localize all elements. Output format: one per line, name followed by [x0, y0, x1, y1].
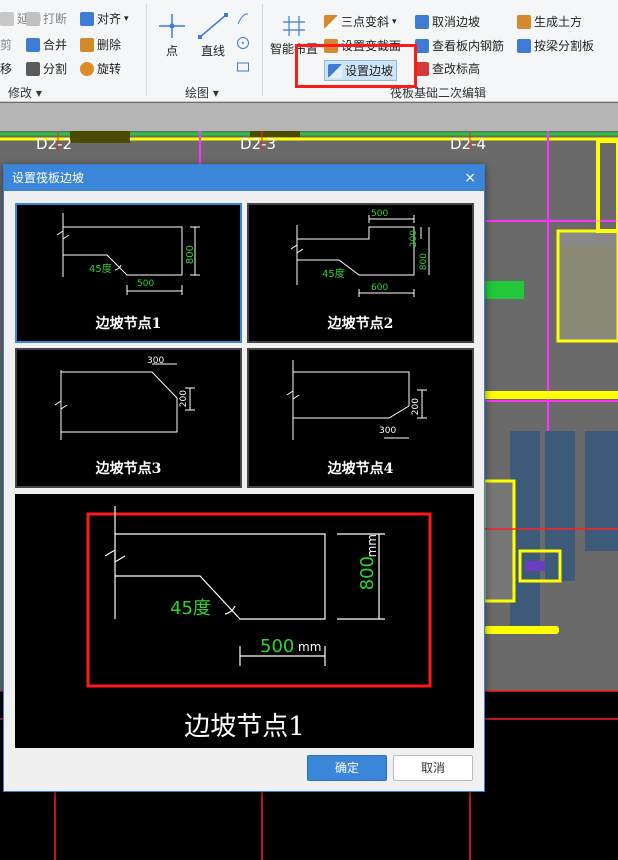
line-icon: [198, 13, 228, 39]
beam-split-button[interactable]: 按梁分割板: [517, 37, 594, 54]
height-dim-label: 200: [411, 398, 421, 416]
dialog-titlebar: 设置筏板边坡 ×: [4, 165, 484, 191]
circle-icon: [237, 37, 249, 49]
divider: [262, 4, 263, 96]
step-dim-label: 200: [409, 230, 419, 248]
rectangle-icon: [237, 62, 249, 72]
slope-preview: 45度 800 mm 500 mm 边坡节点1: [15, 494, 474, 748]
chevron-down-icon: ▾: [124, 13, 129, 24]
cancel-slope-button[interactable]: 取消边坡: [415, 13, 480, 30]
align-button[interactable]: 对齐▾: [80, 10, 129, 27]
eraser-icon: [80, 37, 94, 52]
dialog-title: 设置筏板边坡: [12, 171, 85, 185]
slope-node-2-drawing: [290, 215, 430, 297]
shovel-icon: [517, 14, 531, 29]
move-button[interactable]: 移: [0, 62, 13, 76]
angle-label: 45度: [89, 264, 112, 275]
unit-label: mm: [298, 640, 322, 654]
height-dim-label: 800: [419, 253, 429, 271]
grid-layout-icon: [283, 16, 305, 36]
height-dim-label: 800: [185, 245, 196, 265]
ribbon-toolbar: 延伸 打断 对齐▾ 剪 合并 删除 移 分割 旋转 修改 ▾ 点 直线 绘图 ▾…: [0, 0, 618, 102]
slope-icon: [324, 14, 338, 29]
set-raft-slope-dialog: 设置筏板边坡 × 45度 800 500 边坡节点1: [3, 164, 485, 792]
elevation-icon: [415, 61, 429, 76]
angle-label: 45度: [170, 598, 211, 619]
axis-label: D2-4: [450, 135, 487, 153]
slope-option-1[interactable]: 45度 800 500 边坡节点1: [15, 203, 242, 343]
view-rebar-button[interactable]: 查看板内钢筋: [415, 37, 504, 54]
bottom-dim-label: 300: [379, 426, 397, 436]
option-caption: 边坡节点2: [327, 316, 394, 332]
delete-button[interactable]: 删除: [80, 36, 121, 53]
gen-earth-button[interactable]: 生成土方: [517, 13, 582, 30]
group-label-draw: 绘图 ▾: [185, 86, 219, 100]
merge-button[interactable]: 合并: [26, 36, 67, 53]
width-dim-label: 500: [137, 279, 155, 289]
group-label-modify: 修改 ▾: [8, 86, 42, 100]
axis-label: D2-3: [240, 135, 277, 153]
break-button[interactable]: 打断: [26, 10, 67, 27]
slope-node-3-drawing: [54, 363, 195, 440]
width-dim-label: 500: [260, 636, 295, 657]
option-caption: 边坡节点3: [95, 461, 162, 477]
align-icon: [80, 11, 94, 26]
split-button[interactable]: 分割: [26, 60, 67, 77]
cut-button[interactable]: 剪: [0, 38, 13, 52]
top-dim-label: 500: [371, 209, 389, 219]
preview-caption: 边坡节点1: [184, 712, 305, 742]
point-icon: [159, 14, 185, 38]
document-tabs: [0, 103, 618, 131]
height-dim-label: 800: [357, 556, 378, 591]
unit-label: mm: [365, 534, 379, 558]
circle-button[interactable]: [236, 36, 250, 50]
chevron-down-icon: ▾: [392, 16, 397, 27]
rotate-button[interactable]: 旋转: [80, 60, 121, 77]
edit-elevation-button[interactable]: 查改标高: [415, 60, 480, 77]
set-slope-button[interactable]: 设置边坡: [324, 60, 398, 81]
line-button[interactable]: 直线: [197, 12, 229, 59]
point-button[interactable]: 点: [157, 12, 187, 59]
arc-icon: [237, 13, 249, 25]
angle-label: 45度: [322, 269, 345, 280]
option-caption: 边坡节点1: [95, 316, 162, 332]
divider: [146, 4, 147, 96]
option-caption: 边坡节点4: [327, 461, 394, 477]
slope-option-2[interactable]: 500 45度 200 800 600 边坡节点2: [247, 203, 474, 343]
slope-node-4-drawing: [286, 360, 427, 440]
rotate-icon: [80, 61, 94, 76]
close-button[interactable]: ×: [464, 170, 476, 186]
cancel-slope-icon: [415, 14, 429, 29]
axis-label: D2-2: [36, 135, 73, 153]
stretch-icon: [0, 11, 14, 26]
slope-option-4[interactable]: 300 200 边坡节点4: [247, 348, 474, 488]
height-dim-label: 200: [179, 390, 189, 408]
bottom-dim-label: 600: [371, 283, 389, 293]
confirm-button[interactable]: 确定: [307, 755, 387, 781]
beam-split-icon: [517, 38, 531, 53]
break-icon: [26, 11, 40, 26]
rect-button[interactable]: [236, 60, 250, 74]
split-icon: [26, 61, 40, 76]
cancel-button[interactable]: 取消: [393, 755, 473, 781]
merge-icon: [26, 37, 40, 52]
slope-edge-icon: [328, 63, 342, 78]
slope-preview-drawing: [86, 506, 432, 688]
group-label-raft: 筏板基础二次编辑: [390, 86, 487, 100]
highlight-box: [295, 44, 417, 88]
top-dim-label: 300: [147, 356, 165, 366]
slope-option-3[interactable]: 300 200 边坡节点3: [15, 348, 242, 488]
slope-node-1-drawing: [56, 213, 200, 295]
three-point-slope-button[interactable]: 三点变斜▾: [324, 13, 397, 30]
rebar-icon: [415, 38, 429, 53]
arc-button[interactable]: [236, 12, 250, 26]
